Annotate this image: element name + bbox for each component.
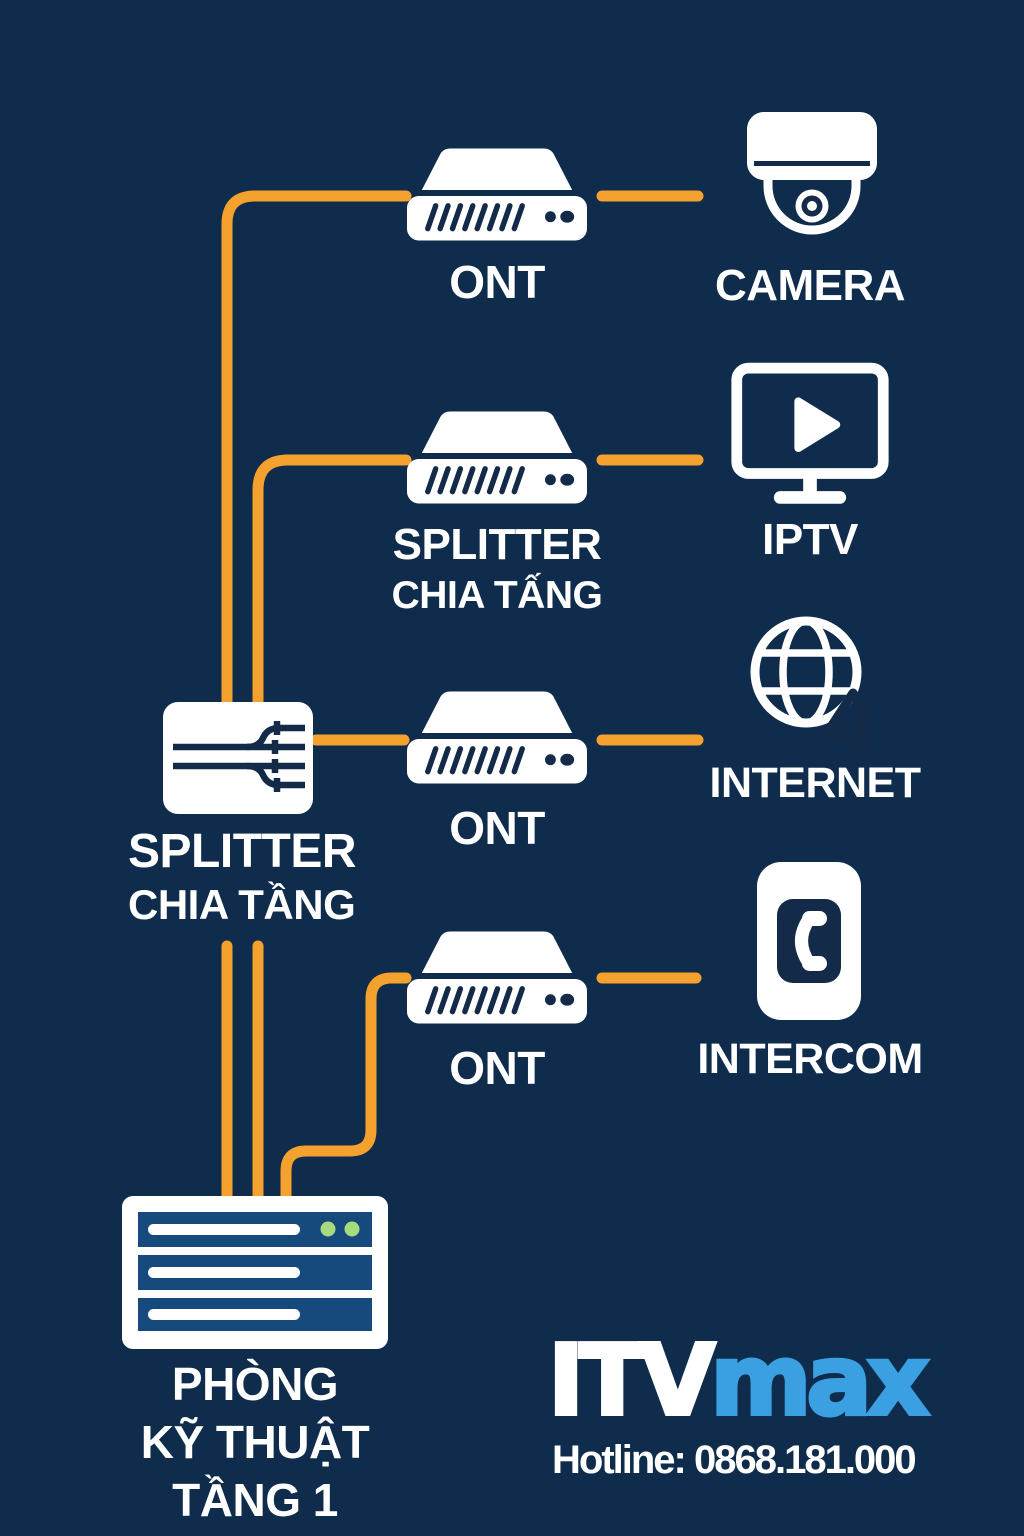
main-splitter-icon [163, 702, 313, 814]
floor-splitter-label-line2: CHIA TẤNG [391, 574, 603, 617]
ont-intercom-label: ONT [449, 1042, 545, 1094]
main-splitter-label-line2: CHIA TẦNG [128, 881, 356, 928]
hotline-text: Hotline: 0868.181.000 [552, 1438, 917, 1482]
technical-room-label-line1: PHÒNG [171, 1358, 339, 1410]
cursor-arrow [820, 688, 875, 759]
intercom-icon [757, 862, 861, 1020]
cable-rack-to-ont-intercom [280, 972, 412, 1204]
server-rack-icon [122, 1196, 388, 1349]
technical-room-label-line2: KỸ THUẬT [140, 1416, 370, 1468]
ont-camera-label: ONT [449, 256, 545, 308]
internet-label: INTERNET [709, 759, 922, 807]
camera-label: CAMERA [714, 261, 906, 310]
camera-icon [747, 112, 877, 235]
internet-globe-icon [750, 616, 875, 759]
cable-riser-to-ont-camera [221, 190, 412, 710]
ont-device-icon [406, 148, 588, 241]
brand-logo-itv: ITV [546, 1324, 717, 1437]
floor-splitter-label-line1: SPLITTER [392, 520, 602, 569]
brand-logo: ITVmax [546, 1330, 968, 1431]
floor-splitter-device-icon [406, 411, 588, 504]
iptv-icon [731, 362, 889, 504]
cable-riser-to-floor-splitter [252, 454, 412, 710]
iptv-label: IPTV [762, 515, 858, 564]
main-splitter-label-line1: SPLITTER [128, 825, 357, 878]
ont-internet-label: ONT [449, 802, 545, 854]
intercom-label: INTERCOM [697, 1035, 923, 1083]
brand-logo-max: max [708, 1324, 931, 1437]
technical-room-label-line3: TẦNG 1 [172, 1474, 338, 1526]
ont-device-icon [406, 931, 588, 1024]
ont-device-icon [406, 691, 588, 784]
